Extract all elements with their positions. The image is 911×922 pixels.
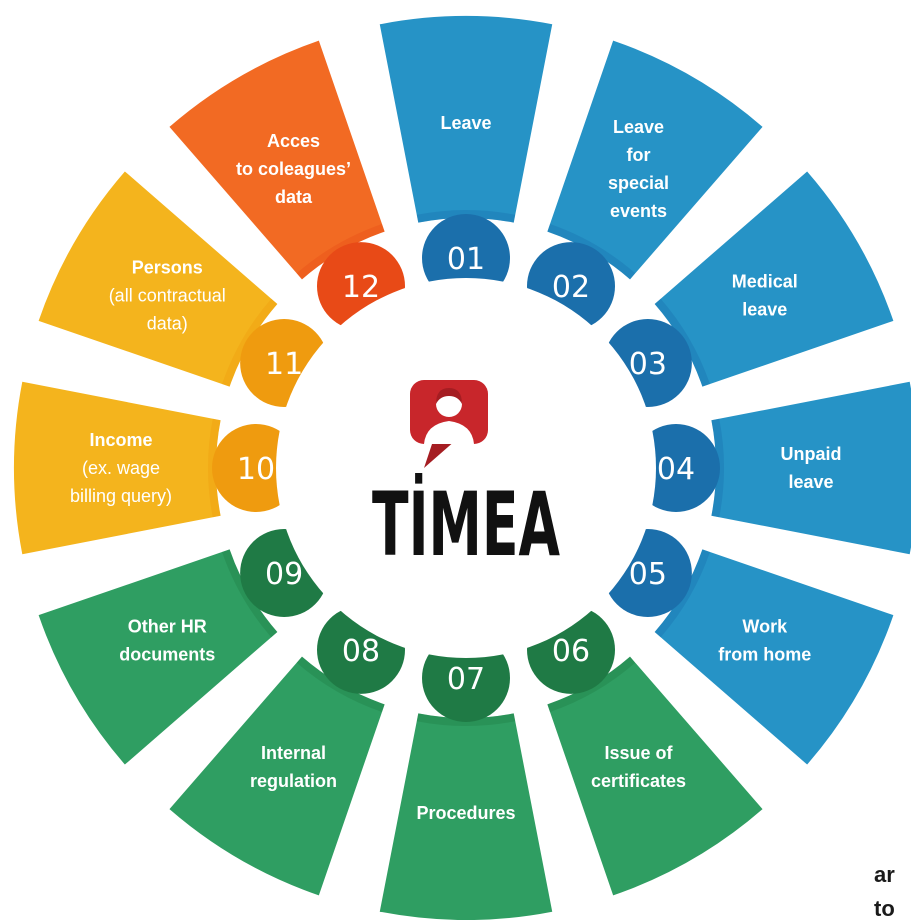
segment-label-line: special [608,173,669,193]
segment-label-line: Income [89,430,152,450]
segment-number: 09 [265,557,303,592]
cropped-text-line-2: to [874,896,895,921]
segment-label-line: events [610,201,667,221]
segment-label: Acces to coleagues’ data [236,131,351,207]
segment-label-line: to coleagues’ [236,159,351,179]
segment-10 [13,381,221,555]
segment-09 [38,549,278,765]
segment-number: 01 [447,242,485,277]
segment-label-line: regulation [250,771,337,791]
segment-number: 07 [447,662,485,697]
cropped-text-line-1: ar [874,862,895,887]
segment-inner-band [654,298,710,387]
segment-number: 02 [552,270,590,305]
segment-label-line: documents [119,645,215,665]
segment-number: 06 [552,634,590,669]
number-tabs-layer: 01 02 03 04 05 06 07 08 09 10 11 12 [212,214,720,722]
segment-label-line: (ex. wage [82,458,160,478]
segment-label-line: Issue of [604,743,673,763]
segment-label-line: Acces [267,131,320,151]
segment-label: Other HR documents [119,617,215,665]
segment-label: Leave for special events [608,117,669,221]
segment-inner-band [222,549,278,638]
segment-label-line: Leave [613,117,664,137]
segment-number: 10 [237,452,275,487]
segment-label: Issue of certificates [591,743,686,791]
segment-04 [711,381,911,555]
segment-label-line: leave [742,300,787,320]
segment-inner-band [547,656,636,712]
timea-logo: TİMEA [372,380,560,576]
segment-number: 03 [629,347,667,382]
segment-label: Unpaid leave [781,444,842,492]
segment-label: Persons (all contractual data) [109,258,226,334]
segment-label-line: (all contractual [109,286,226,306]
segment-label: Internal regulation [250,743,337,791]
segment-01 [379,16,553,223]
segment-label: Leave [440,113,491,133]
segment-label-line: Other HR [128,617,207,637]
segment-label: Income (ex. wage billing query) [70,430,172,506]
segment-inner-band [296,224,385,280]
segment-label-line: Leave [440,113,491,133]
segment-label-line: leave [788,472,833,492]
segment-12 [169,40,385,280]
segment-inner-band [296,656,385,712]
segment-inner-band [222,298,278,387]
segment-label-line: Procedures [416,803,515,823]
logo-wordmark: TİMEA [372,473,560,576]
segment-label-line: from home [718,645,811,665]
segment-11 [38,171,278,387]
segment-label-line: data) [147,314,188,334]
segment-label-line: for [627,145,651,165]
segment-number: 11 [265,347,303,382]
segment-label: Work from home [718,617,811,665]
segment-label-line: data [275,187,313,207]
segment-label-line: Medical [732,272,798,292]
segment-inner-band [654,549,710,638]
segment-06 [547,656,763,896]
segment-label: Procedures [416,803,515,823]
segment-number: 12 [342,270,380,305]
segment-label: Medical leave [732,272,798,320]
segment-label-line: Persons [132,258,203,278]
segment-number: 08 [342,634,380,669]
segment-label-line: certificates [591,771,686,791]
segment-number: 04 [657,452,695,487]
center-disk [276,278,656,658]
segment-label-line: Work [742,617,788,637]
segment-number: 05 [629,557,667,592]
segment-03 [654,171,894,387]
segment-inner-band [547,224,636,280]
segment-08 [169,656,385,896]
segment-02 [547,40,763,280]
chat-bubble-person-icon [410,380,488,468]
segment-07 [379,713,553,920]
segment-label-line: Internal [261,743,326,763]
segment-label-line: Unpaid [781,444,842,464]
segment-label-line: billing query) [70,486,172,506]
segment-05 [654,549,894,765]
